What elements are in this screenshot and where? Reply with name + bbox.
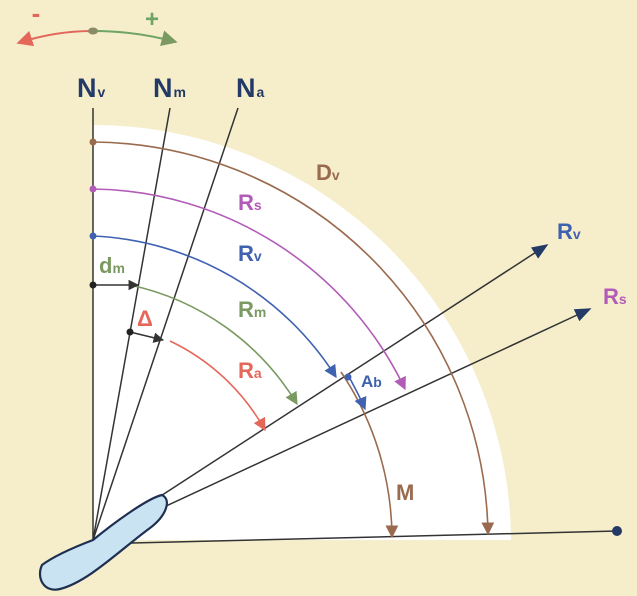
nv-label: Nv [77,73,106,103]
delta-arrow [129,331,165,343]
ra-arc-label: Ra [238,358,262,383]
plus-sign: + [145,6,159,33]
rv-arc-label: Rv [238,241,262,266]
sign-legend: - + [16,0,178,47]
rs-ray [92,308,592,541]
dm-label: dm [99,253,125,278]
na-line [92,107,239,541]
rm-arc [129,284,298,406]
m-arc [340,371,399,539]
dv-arc [92,141,495,536]
legend-center-dot [88,27,98,35]
delta-label: Δ [137,306,153,331]
dv-start-dot [89,138,97,146]
rm-arc-label: Rm [238,297,266,322]
ra-arc [169,340,266,432]
rs-ray-label: Rs [603,284,627,309]
ship-hull-icon [38,493,168,591]
minus-arrow [16,30,93,47]
baseline-ray [92,530,618,545]
ab-label: Ab [361,372,382,391]
rv-ray-label: Rv [557,219,581,244]
rs-arc-label: Rs [238,190,262,215]
dv-label: Dv [316,160,340,185]
rv-arc [92,235,337,379]
nm-label: Nm [153,73,186,103]
ab-start-dot [344,373,352,381]
delta-start-dot [126,328,134,336]
rv-start-dot [89,232,97,240]
rs-arc [92,188,406,391]
baseline-end-dot [612,526,622,536]
rv-ray [92,244,549,541]
plus-arrow [93,30,178,46]
m-label: M [396,480,414,505]
rs-start-dot [89,185,97,193]
dm-start-dot [89,281,97,289]
na-label: Na [236,73,265,103]
minus-sign: - [32,0,41,28]
nm-line [92,107,171,541]
